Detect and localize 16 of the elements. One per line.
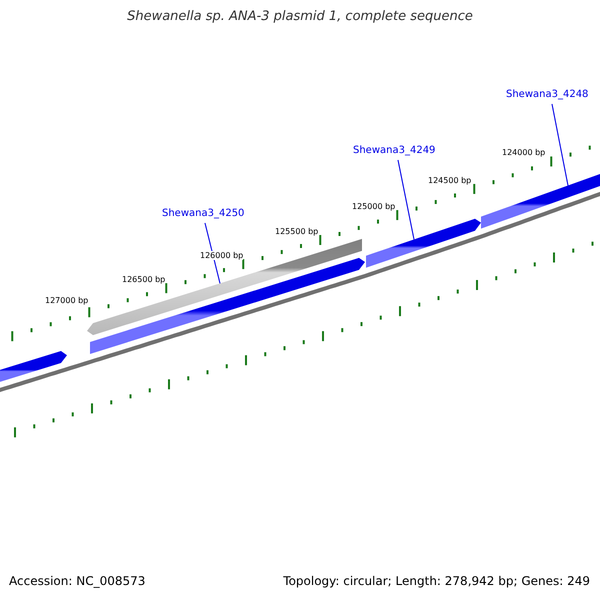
- gene-feature-bar: [87, 238, 362, 336]
- gene-feature-bar: [481, 172, 600, 229]
- position-label: 126500 bp: [122, 275, 166, 284]
- gene-feature-bar: [0, 351, 67, 385]
- summary-text: Topology: circular; Length: 278,942 bp; Genes: 249: [283, 574, 590, 588]
- gene-label: Shewana3_4249: [353, 145, 436, 156]
- accession-text: Accession: NC_008573: [9, 574, 146, 588]
- position-label: 124500 bp: [428, 176, 472, 185]
- gene-feature-bar: [366, 218, 481, 268]
- position-label: 127000 bp: [45, 296, 88, 305]
- leader-line: [398, 160, 414, 240]
- title: Shewanella sp. ANA-3 plasmid 1, complete sequence: [126, 9, 474, 24]
- position-label: 126000 bp: [200, 251, 244, 260]
- gene-label: Shewana3_4250: [162, 208, 244, 219]
- leader-line: [552, 104, 568, 186]
- gene-label: Shewana3_4248: [506, 89, 588, 100]
